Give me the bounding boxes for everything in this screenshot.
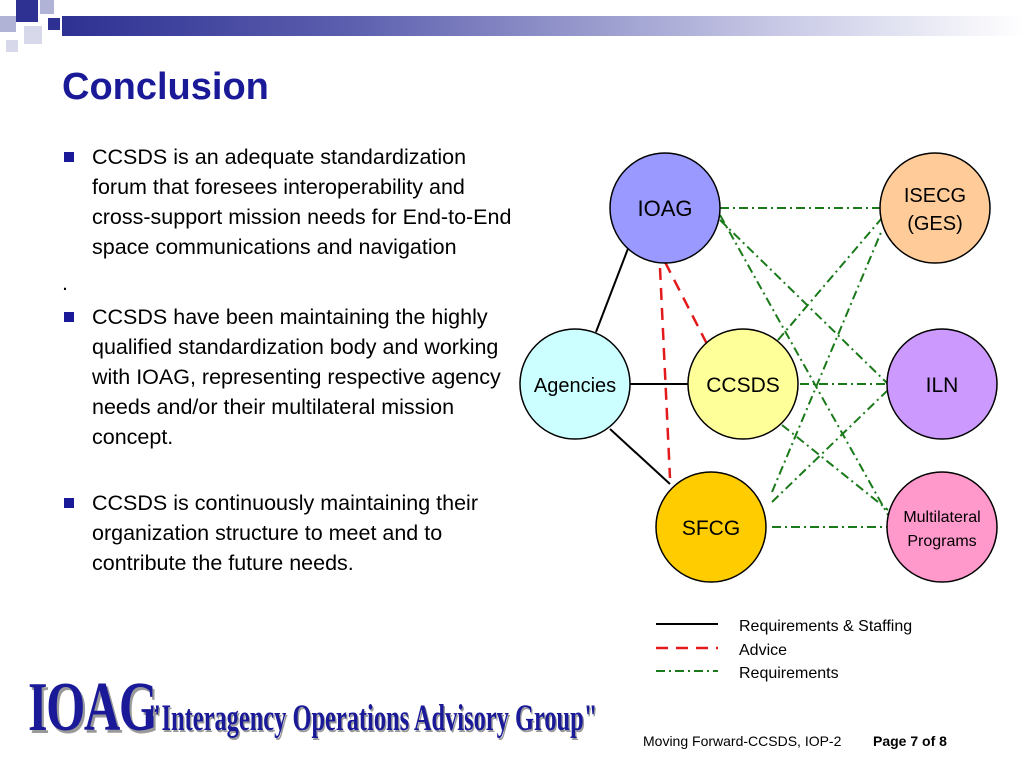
link-ioag-sfcg-advice (658, 267, 672, 479)
node-ioag-label: IOAG (637, 196, 692, 221)
separator-dot: . (62, 271, 68, 295)
bullet-list: CCSDS is an adequate standardization for… (62, 142, 517, 578)
requirements-links (719, 207, 889, 528)
slide-title: Conclusion (62, 66, 269, 108)
node-isecg-label-line2: (GES) (907, 213, 963, 235)
bullet-item: CCSDS is an adequate standardization for… (62, 142, 517, 262)
node-multilateral-circle (886, 471, 998, 583)
bullet-text: CCSDS have been maintaining the highly q… (92, 305, 501, 449)
node-multilateral-label-line2: Programs (907, 533, 976, 550)
relationship-diagram: IOAG Agencies CCSDS SFCG ISECG (GES) ILN… (519, 152, 998, 682)
bullet-square-icon (64, 152, 74, 162)
node-isecg-circle (879, 152, 991, 264)
node-isecg: ISECG (GES) (879, 152, 991, 264)
bullet-text: CCSDS is an adequate standardization for… (92, 145, 512, 259)
link-ioag-multilateral (719, 214, 889, 516)
link-ioag-ccsds-advice (663, 261, 709, 345)
header-bar (62, 16, 1024, 36)
legend: Requirements & Staffing Advice Requireme… (656, 618, 912, 682)
node-iln-label: ILN (926, 374, 959, 397)
node-multilateral: Multilateral Programs (886, 471, 998, 583)
node-ccsds: CCSDS (687, 328, 799, 440)
node-sfcg-circle (655, 471, 767, 583)
node-ccsds-label: CCSDS (706, 374, 780, 397)
link-agencies-sfcg (609, 428, 671, 485)
bullet-item: CCSDS have been maintaining the highly q… (62, 302, 517, 452)
legend-advice-label: Advice (739, 642, 787, 659)
bullet-text: CCSDS is continuously maintaining their … (92, 491, 478, 575)
node-sfcg-label: SFCG (682, 517, 740, 540)
page-number: Page 7 of 8 (873, 733, 947, 749)
node-iln-circle (886, 328, 998, 440)
node-sfcg: SFCG (655, 471, 767, 583)
corner-decoration (0, 0, 90, 60)
node-iln: ILN (886, 328, 998, 440)
node-agencies-label: Agencies (534, 375, 616, 397)
link-ioag-agencies (595, 245, 630, 333)
link-sfcg-isecg (771, 229, 883, 493)
legend-requirements-staffing-label: Requirements & Staffing (739, 618, 912, 635)
link-ccsds-isecg (777, 217, 883, 341)
node-isecg-label-line1: ISECG (904, 185, 966, 207)
bullet-item: CCSDS is continuously maintaining their … (62, 488, 517, 578)
requirements-staffing-links (595, 245, 690, 485)
advice-links (658, 261, 709, 479)
bullet-square-icon (64, 312, 74, 322)
link-ccsds-multilateral (781, 424, 889, 511)
organization-name: "Interagency Operations Advisory Group" (148, 698, 598, 739)
node-agencies: Agencies (519, 328, 631, 440)
node-ioag: IOAG (609, 152, 721, 264)
legend-requirements-label: Requirements (739, 665, 839, 682)
node-multilateral-label-line1: Multilateral (903, 509, 980, 526)
meeting-name: Moving Forward-CCSDS, IOP-2 (643, 733, 842, 749)
ioag-logo: IOAG (28, 669, 158, 746)
node-ccsds-circle (687, 328, 799, 440)
link-ioag-iln (719, 219, 889, 385)
node-agencies-circle (519, 328, 631, 440)
bullet-square-icon (64, 498, 74, 508)
node-ioag-circle (609, 152, 721, 264)
link-sfcg-iln (771, 389, 889, 503)
